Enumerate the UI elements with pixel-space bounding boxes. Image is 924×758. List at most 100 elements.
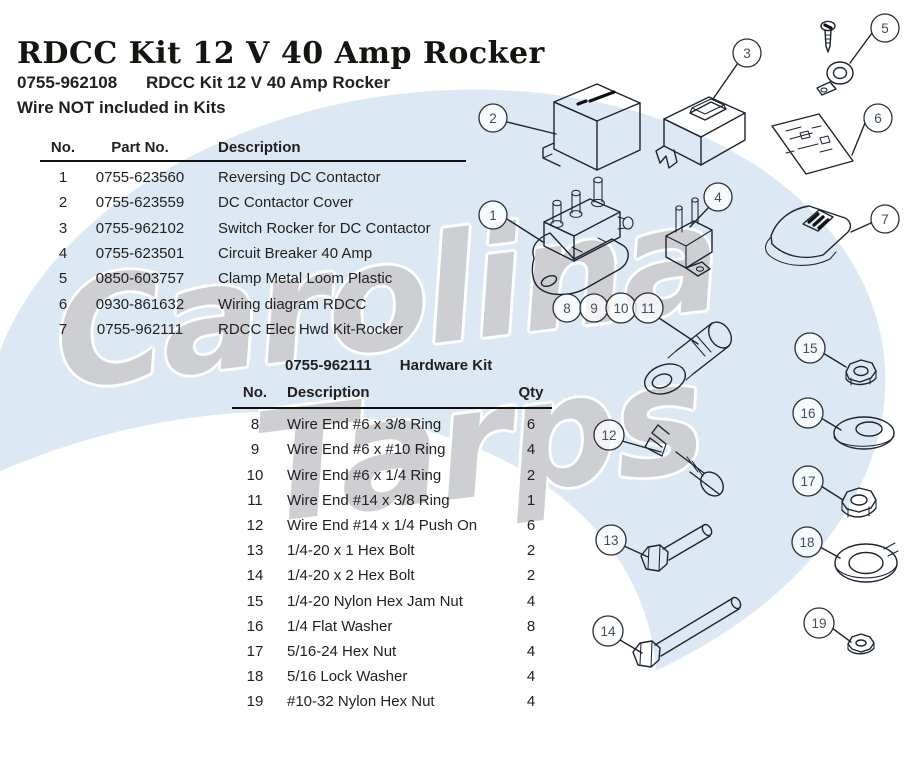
illustration-wiring-diagram-sheet: [771, 113, 854, 175]
kit-part-number: 0755-962108: [17, 73, 118, 92]
callout-4: 4: [689, 182, 733, 228]
svg-text:1: 1: [489, 208, 497, 223]
table-row: 5 0850-603757 Clamp Metal Loom Plastic: [40, 266, 466, 291]
cell-no: 13: [246, 542, 264, 560]
table-row: 9 Wire End #6 x #10 Ring 4: [232, 437, 552, 462]
cell-part-no: 0930-861632: [95, 295, 185, 313]
cell-description: Wire End #6 x #10 Ring: [287, 441, 446, 459]
cell-part-no: 0850-603757: [95, 270, 185, 288]
svg-text:2: 2: [489, 111, 497, 126]
header-no: No.: [242, 384, 268, 402]
leader-line-7: [850, 222, 872, 233]
table-row: 3 0755-962102 Switch Rocker for DC Conta…: [40, 216, 466, 241]
cell-description: DC Contactor Cover: [218, 194, 354, 212]
callout-11: 11: [632, 292, 699, 345]
cell-part-no: 0755-623560: [95, 169, 185, 187]
svg-text:18: 18: [799, 535, 814, 550]
cell-no: 9: [250, 441, 260, 459]
header-description: Description: [218, 139, 301, 156]
leader-line-19: [831, 627, 852, 643]
table-row: 16 1/4 Flat Washer 8: [232, 614, 552, 639]
table-row: 2 0755-623559 DC Contactor Cover: [40, 190, 466, 215]
table-row: 17 5/16-24 Hex Nut 4: [232, 639, 552, 664]
cell-description: 1/4-20 x 2 Hex Bolt: [287, 567, 415, 585]
wire-note: Wire NOT included in Kits: [17, 98, 226, 117]
parts-table: No. Part No. Description 1 0755-623560 R…: [40, 137, 466, 342]
callout-7: 7: [850, 204, 900, 234]
kit-subtitle: 0755-962108 RDCC Kit 12 V 40 Amp Rocker: [17, 73, 390, 93]
cell-no: 15: [246, 592, 264, 610]
callout-6: 6: [851, 103, 893, 156]
callout-10: 10: [605, 292, 637, 324]
svg-text:5: 5: [881, 21, 889, 36]
parts-table-header: No. Part No. Description: [40, 137, 466, 158]
hardware-kit-part-number: 0755-962111: [285, 357, 372, 374]
illustration-circuit-breaker: [665, 197, 713, 277]
illustration-small-hex-nut: [847, 633, 875, 655]
cell-description: 1/4-20 Nylon Hex Jam Nut: [287, 592, 463, 610]
table-row: 15 1/4-20 Nylon Hex Jam Nut 4: [232, 589, 552, 614]
cell-description: 5/16 Lock Washer: [287, 668, 408, 686]
header-qty: Qty: [518, 384, 544, 402]
cell-description: 1/4 Flat Washer: [287, 617, 393, 635]
leader-line-14: [619, 639, 643, 654]
svg-text:9: 9: [590, 301, 598, 316]
leader-line-11: [658, 317, 699, 345]
illustration-loom-clamp-and-screw: [816, 20, 854, 96]
svg-text:3: 3: [743, 46, 751, 61]
hardware-table-header: No. Description Qty: [232, 380, 552, 405]
illustration-hex-bolt-1in: [640, 523, 713, 572]
callout-17: 17: [792, 465, 844, 501]
cell-description: Circuit Breaker 40 Amp: [218, 245, 373, 263]
cell-description: Clamp Metal Loom Plastic: [218, 270, 393, 288]
cell-part-no: 0755-623559: [95, 194, 185, 212]
cell-qty: 2: [526, 567, 536, 585]
table-row: 7 0755-962111 RDCC Elec Hwd Kit-Rocker: [40, 317, 466, 342]
callout-15: 15: [794, 332, 847, 368]
leader-line-13: [623, 545, 649, 558]
cell-qty: 2: [526, 466, 536, 484]
table-row: 18 5/16 Lock Washer 4: [232, 664, 552, 689]
table-row: 6 0930-861632 Wiring diagram RDCC: [40, 291, 466, 316]
cell-qty: 8: [526, 617, 536, 635]
brand-mark: [576, 90, 616, 106]
cell-no: 12: [246, 517, 264, 535]
hardware-kit-title: 0755-962111 Hardware Kit: [232, 357, 552, 380]
illustration-reversing-dc-contactor: [531, 176, 634, 296]
cell-description: #10-32 Nylon Hex Nut: [287, 693, 435, 711]
table-row: 10 Wire End #6 x 1/4 Ring 2: [232, 463, 552, 488]
cell-no: 17: [246, 642, 264, 660]
hardware-kit-name: Hardware Kit: [399, 357, 493, 374]
callout-3: 3: [712, 38, 762, 100]
header-no: No.: [50, 139, 76, 156]
cell-qty: 4: [526, 642, 536, 660]
cell-no: 11: [247, 491, 263, 509]
svg-text:4: 4: [714, 190, 722, 205]
leader-line-6: [851, 122, 866, 156]
cell-no: 5: [58, 270, 68, 288]
cell-no: 18: [246, 668, 264, 686]
table-row: 14 1/4-20 x 2 Hex Bolt 2: [232, 563, 552, 588]
svg-text:17: 17: [800, 474, 815, 489]
callout-16: 16: [792, 397, 842, 431]
table-row: 4 0755-623501 Circuit Breaker 40 Amp: [40, 241, 466, 266]
illustration-ring-terminal: [643, 321, 733, 395]
table-row: 13 1/4-20 x 1 Hex Bolt 2: [232, 538, 552, 563]
cell-no: 6: [58, 295, 68, 313]
cell-description: Switch Rocker for DC Contactor: [218, 219, 431, 237]
table-row: 19 #10-32 Nylon Hex Nut 4: [232, 689, 552, 714]
svg-text:12: 12: [601, 428, 616, 443]
svg-text:10: 10: [613, 301, 628, 316]
cell-qty: 4: [526, 668, 536, 686]
illustration-push-on-terminal: [644, 424, 724, 497]
callout-19: 19: [803, 607, 852, 643]
cell-no: 8: [250, 416, 260, 434]
cell-description: Wire End #6 x 3/8 Ring: [287, 416, 442, 434]
cell-qty: 1: [526, 491, 536, 509]
leader-line-17: [820, 485, 844, 501]
svg-text:13: 13: [603, 533, 618, 548]
cell-no: 19: [246, 693, 264, 711]
